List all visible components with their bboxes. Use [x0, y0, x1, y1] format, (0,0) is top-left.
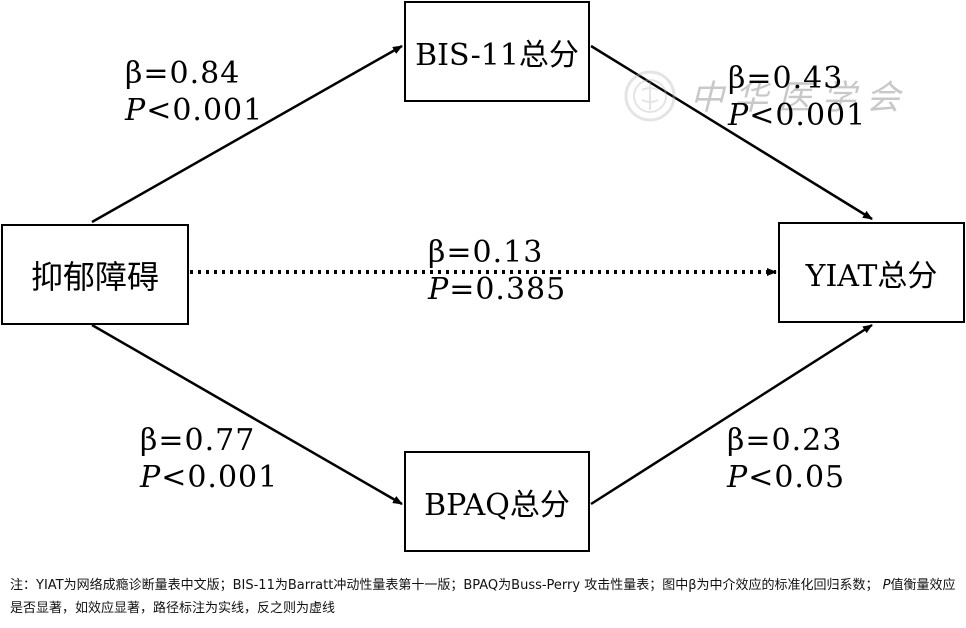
coef-b1-beta: β=0.43: [728, 61, 844, 96]
coef-b1: β=0.43 P<0.001: [728, 60, 866, 134]
coef-a1: β=0.84 P<0.001: [125, 55, 263, 129]
coef-a2-p: P<0.001: [140, 459, 278, 496]
coef-a1-beta: β=0.84: [125, 56, 241, 91]
node-bis11: BIS-11总分: [404, 1, 590, 102]
node-yiat: YIAT总分: [778, 222, 965, 323]
coef-b1-p: P<0.001: [728, 97, 866, 134]
mediation-diagram: 中华医学会 抑郁障碍 BIS-11总分 BPAQ总分 YIAT总分 β=0.84…: [1, 1, 965, 552]
coef-c-p-value: =0.385: [449, 272, 567, 307]
path-a1-arrow: [91, 44, 403, 224]
coef-b1-p-value: <0.001: [749, 98, 867, 133]
note-p-letter: P: [882, 578, 891, 593]
coef-a2-p-value: <0.001: [161, 460, 279, 495]
coef-a2-beta: β=0.77: [140, 423, 256, 458]
coef-b2-p-letter: P: [727, 460, 749, 495]
coef-a1-p-letter: P: [125, 93, 147, 128]
path-a2-arrow: [91, 323, 403, 506]
society-seal-icon: [624, 70, 676, 122]
coef-a2: β=0.77 P<0.001: [140, 422, 278, 496]
coef-c-p: P=0.385: [428, 271, 566, 308]
coef-a2-p-letter: P: [140, 460, 162, 495]
coef-c-beta: β=0.13: [428, 235, 544, 270]
coef-b2-p: P<0.05: [727, 459, 845, 496]
coef-a1-p-value: <0.001: [146, 93, 264, 128]
path-b1-arrow: [590, 44, 873, 221]
node-bpaq: BPAQ总分: [404, 451, 590, 552]
node-depression: 抑郁障碍: [1, 224, 189, 325]
coef-b1-p-letter: P: [728, 98, 750, 133]
coef-b2-beta: β=0.23: [727, 423, 843, 458]
note-part1: 注：YIAT为网络成瘾诊断量表中文版；BIS-11为Barratt冲动性量表第十…: [10, 578, 879, 593]
coef-b2-p-value: <0.05: [748, 460, 846, 495]
coef-b2: β=0.23 P<0.05: [727, 422, 845, 496]
path-b2-arrow: [590, 323, 873, 506]
path-arrows: [91, 44, 873, 506]
coef-a1-p: P<0.001: [125, 92, 263, 129]
watermark-text: 中华医学会: [690, 78, 910, 118]
figure-note: 注：YIAT为网络成瘾诊断量表中文版；BIS-11为Barratt冲动性量表第十…: [10, 574, 956, 620]
coef-c-p-letter: P: [428, 272, 450, 307]
note-part2: 值衡量效应是否显著，如效应显著，路径标注为实线，反之则为虚线: [10, 578, 956, 616]
coef-c: β=0.13 P=0.385: [428, 234, 566, 308]
